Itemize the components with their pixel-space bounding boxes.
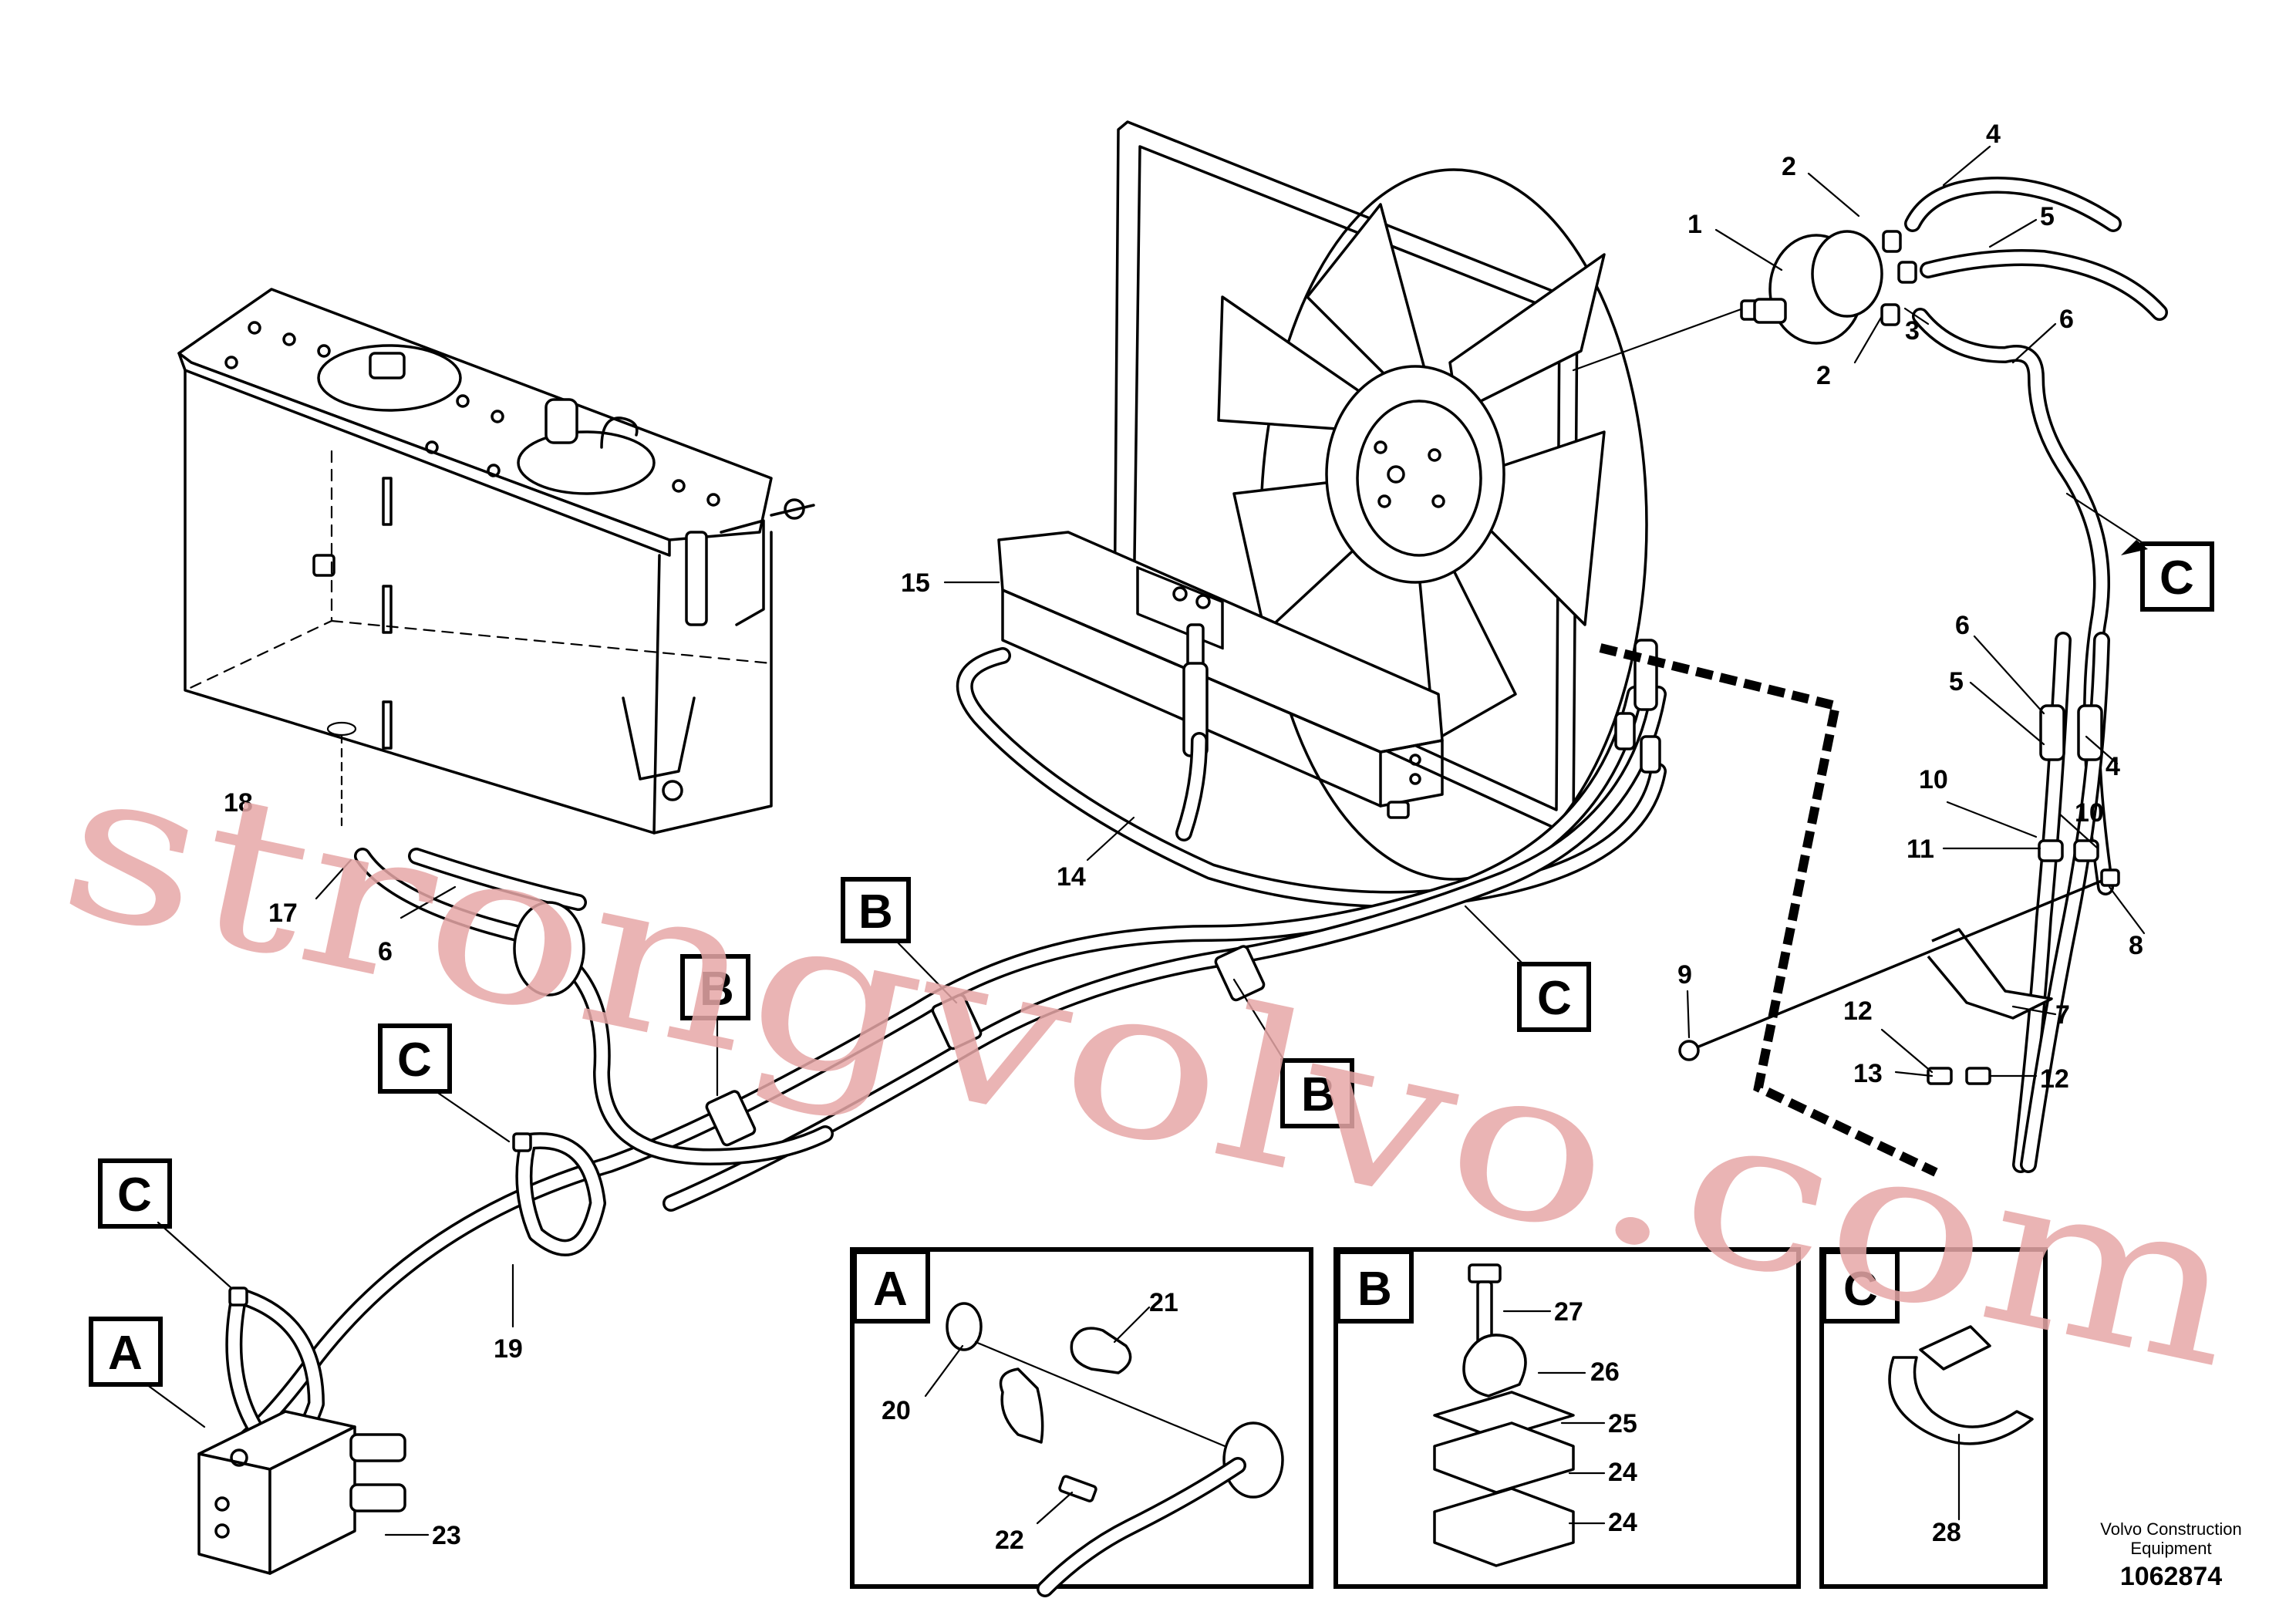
callout-5: 5 bbox=[1949, 667, 1964, 696]
fan-blades bbox=[1217, 203, 1606, 742]
hose-routing bbox=[200, 639, 1667, 1474]
callout-6: 6 bbox=[378, 937, 393, 966]
callout-17: 17 bbox=[268, 899, 298, 928]
callout-5: 5 bbox=[2040, 202, 2055, 231]
callout-10: 10 bbox=[1919, 765, 1948, 794]
marker-c-center: C bbox=[1537, 972, 1572, 1025]
oil-cooler bbox=[997, 531, 1444, 808]
caption: Volvo Construction Equipment 1062874 bbox=[2100, 1519, 2241, 1591]
callout-numbers: 1 2 2 3 4 4 5 5 6 6 6 7 8 9 10 10 11 12 … bbox=[224, 120, 2143, 1555]
callout-1: 1 bbox=[1687, 210, 1702, 239]
lid-bolts bbox=[224, 321, 720, 507]
detail-view-a bbox=[850, 1247, 1313, 1597]
hose-bracket bbox=[1599, 632, 2120, 1177]
callout-11: 11 bbox=[1907, 835, 1934, 864]
detail-view-b bbox=[1333, 1247, 1801, 1589]
callout-14: 14 bbox=[1057, 862, 1086, 892]
callout-27: 27 bbox=[1554, 1297, 1583, 1327]
callout-24: 24 bbox=[1608, 1458, 1637, 1487]
motor-hoses bbox=[1904, 177, 2168, 895]
leader-lines bbox=[315, 145, 2146, 1536]
callout-9: 9 bbox=[1677, 960, 1692, 990]
callout-4: 4 bbox=[2106, 752, 2120, 781]
marker-c-far-left: C bbox=[117, 1168, 152, 1222]
marker-a-left: A bbox=[108, 1327, 143, 1380]
callout-6: 6 bbox=[1955, 611, 1970, 640]
callout-18: 18 bbox=[224, 788, 253, 818]
callout-23: 23 bbox=[432, 1521, 461, 1550]
callout-4: 4 bbox=[1986, 120, 2001, 149]
callout-19: 19 bbox=[494, 1334, 523, 1364]
marker-c-top-right: C bbox=[2159, 551, 2194, 605]
callout-21: 21 bbox=[1149, 1288, 1178, 1317]
caption-line-2: Equipment bbox=[2130, 1539, 2211, 1558]
hydraulic-tank bbox=[177, 288, 815, 835]
callout-10: 10 bbox=[2075, 798, 2104, 828]
callout-12: 12 bbox=[2040, 1064, 2069, 1094]
callout-13: 13 bbox=[1853, 1059, 1883, 1088]
marker-b-upper: B bbox=[858, 885, 893, 939]
callout-26: 26 bbox=[1590, 1357, 1620, 1387]
marker-b-left: B bbox=[700, 963, 734, 1016]
fan-motor bbox=[1740, 230, 1917, 345]
callout-8: 8 bbox=[2129, 931, 2143, 960]
callout-12: 12 bbox=[1843, 996, 1873, 1026]
control-valve bbox=[197, 1410, 406, 1575]
detail-label-a: A bbox=[873, 1263, 908, 1316]
callout-6: 6 bbox=[2059, 305, 2074, 334]
caption-line-1: Volvo Construction bbox=[2100, 1519, 2241, 1539]
marker-b-lower: B bbox=[1301, 1068, 1336, 1121]
callout-20: 20 bbox=[882, 1396, 911, 1425]
callout-25: 25 bbox=[1608, 1409, 1637, 1438]
detail-label-c: C bbox=[1843, 1263, 1878, 1316]
detail-label-b: B bbox=[1357, 1263, 1392, 1316]
marker-c-left: C bbox=[397, 1034, 432, 1087]
section-markers bbox=[89, 492, 2214, 1428]
section-marker-letters: C C B B B C C A A B C bbox=[108, 551, 2194, 1380]
document-number: 1062874 bbox=[2120, 1562, 2222, 1591]
callout-7: 7 bbox=[2055, 1000, 2070, 1030]
callout-2: 2 bbox=[1816, 361, 1831, 390]
callout-2: 2 bbox=[1782, 152, 1796, 181]
callout-15: 15 bbox=[901, 568, 930, 598]
callout-24: 24 bbox=[1608, 1508, 1637, 1537]
callout-3: 3 bbox=[1905, 316, 1920, 346]
detail-view-c bbox=[1819, 1247, 2048, 1589]
callout-28: 28 bbox=[1932, 1518, 1961, 1547]
callout-22: 22 bbox=[995, 1526, 1024, 1555]
